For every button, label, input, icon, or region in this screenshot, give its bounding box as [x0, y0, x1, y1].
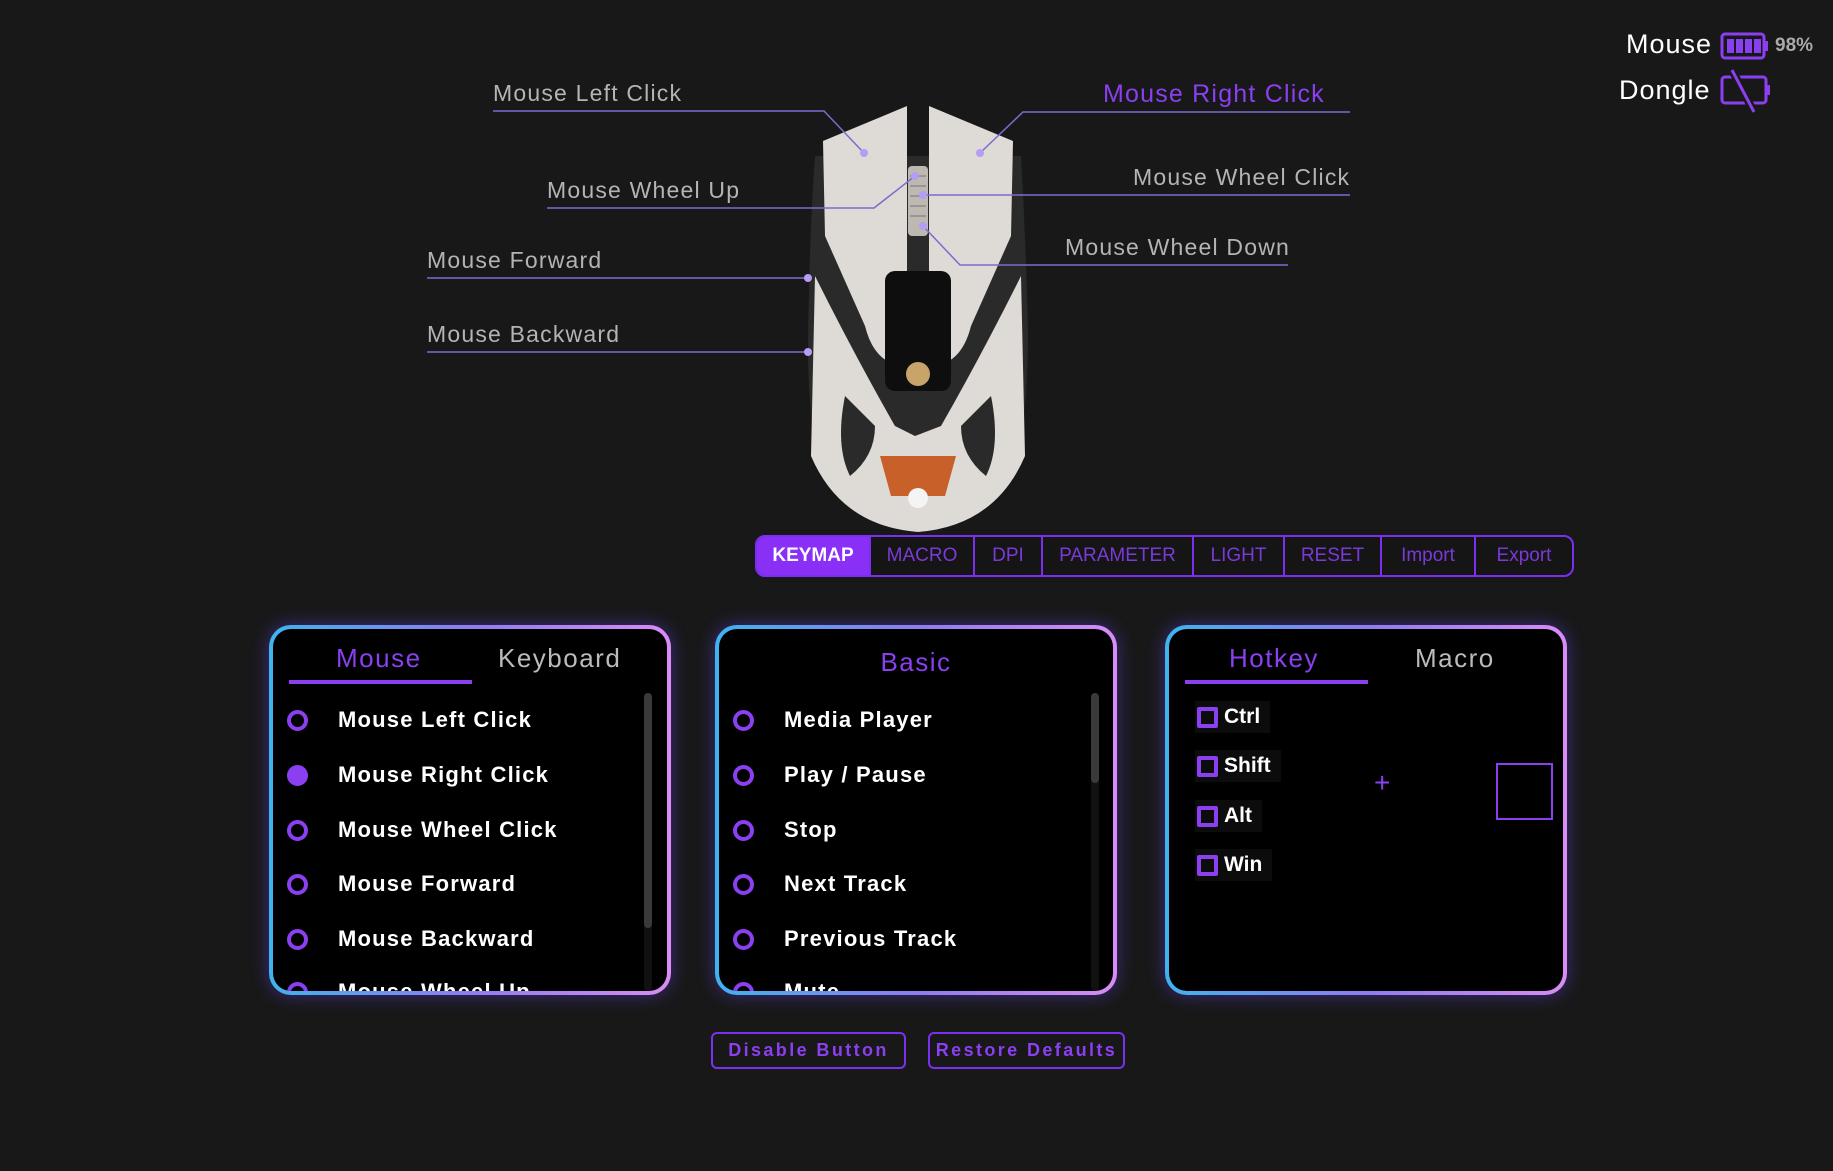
callout-wheel-up[interactable]: Mouse Wheel Up	[547, 177, 741, 203]
tab-reset[interactable]: RESET	[1285, 537, 1382, 575]
panel-tab-mouse[interactable]: Mouse	[336, 643, 422, 673]
modifier-label: Ctrl	[1224, 705, 1261, 728]
tab-keymap[interactable]: KEYMAP	[757, 537, 871, 575]
checkbox-icon[interactable]	[1197, 805, 1218, 827]
radio-icon[interactable]	[287, 819, 308, 841]
list-item[interactable]: Mouse Left Click	[287, 707, 532, 733]
callout-backward[interactable]: Mouse Backward	[427, 321, 621, 347]
radio-icon[interactable]	[733, 928, 754, 950]
basic-panel: Basic Media Player Play / Pause Stop Nex…	[715, 625, 1117, 995]
mouse-keyboard-panel: Mouse Keyboard Mouse Left Click Mouse Ri…	[269, 625, 671, 995]
callout-left-click[interactable]: Mouse Left Click	[493, 80, 683, 106]
list-item[interactable]: Mouse Wheel Click	[287, 817, 558, 843]
modifier-label: Win	[1224, 853, 1263, 876]
radio-icon[interactable]	[733, 709, 754, 731]
tab-export[interactable]: Export	[1496, 545, 1552, 566]
mouse-status-label: Mouse	[1626, 29, 1713, 59]
panel-tab-macro[interactable]: Macro	[1415, 643, 1495, 673]
checkbox-icon[interactable]	[1197, 706, 1218, 728]
item-label: Mute	[784, 979, 840, 991]
basic-action-list: Media Player Play / Pause Stop Next Trac…	[719, 693, 1113, 991]
modifier-alt[interactable]: Alt	[1195, 800, 1262, 832]
radio-icon[interactable]	[287, 709, 308, 731]
item-label: Mouse Forward	[338, 871, 517, 896]
scrollbar-track[interactable]	[1091, 693, 1099, 991]
radio-icon[interactable]	[733, 764, 754, 786]
tab-dpi[interactable]: DPI	[975, 537, 1043, 575]
plus-icon: +	[1374, 767, 1391, 798]
modifier-win[interactable]: Win	[1195, 849, 1273, 881]
callout-right-click[interactable]: Mouse Right Click	[1103, 80, 1325, 108]
item-label: Mouse Wheel Up	[338, 979, 531, 991]
hotkey-macro-panel: Hotkey Macro Ctrl Shift Alt Win +	[1165, 625, 1567, 995]
radio-icon[interactable]	[733, 873, 754, 895]
tab-macro[interactable]: MACRO	[871, 537, 975, 575]
radio-icon[interactable]	[287, 928, 308, 950]
disable-button[interactable]: Disable Button	[711, 1032, 906, 1069]
checkbox-icon[interactable]	[1197, 755, 1218, 777]
item-label: Stop	[784, 817, 838, 842]
panel-tab-keyboard[interactable]: Keyboard	[498, 643, 622, 673]
scrollbar-thumb[interactable]	[1091, 693, 1099, 783]
tab-parameter[interactable]: PARAMETER	[1043, 537, 1194, 575]
tab-import[interactable]: Import	[1382, 537, 1476, 575]
active-tab-underline	[289, 680, 472, 684]
key-capture-box[interactable]	[1496, 763, 1553, 820]
callout-forward[interactable]: Mouse Forward	[427, 247, 603, 273]
list-item[interactable]: Mouse Backward	[287, 926, 535, 952]
main-tab-bar: KEYMAP MACRO DPI PARAMETER LIGHT RESET I…	[755, 535, 1574, 577]
item-label: Mouse Right Click	[338, 762, 550, 787]
item-label: Mouse Wheel Click	[338, 817, 558, 842]
modifier-label: Alt	[1224, 804, 1252, 827]
item-label: Previous Track	[784, 926, 958, 951]
radio-icon[interactable]	[287, 981, 308, 991]
radio-icon[interactable]	[733, 819, 754, 841]
item-label: Media Player	[784, 707, 933, 732]
item-label: Mouse Left Click	[338, 707, 533, 732]
active-tab-underline	[1185, 680, 1368, 684]
mouse-image	[808, 106, 1028, 532]
modifier-ctrl[interactable]: Ctrl	[1195, 701, 1271, 733]
list-item[interactable]: Previous Track	[733, 926, 957, 952]
list-item[interactable]: Next Track	[733, 871, 907, 897]
scrollbar-thumb[interactable]	[644, 693, 652, 928]
item-label: Mouse Backward	[338, 926, 535, 951]
list-item[interactable]: Mouse Forward	[287, 871, 516, 897]
dongle-status-label: Dongle	[1619, 75, 1711, 105]
modifier-label: Shift	[1224, 754, 1271, 777]
checkbox-icon[interactable]	[1197, 854, 1218, 876]
modifier-shift[interactable]: Shift	[1195, 750, 1281, 782]
tab-light[interactable]: LIGHT	[1194, 537, 1285, 575]
callout-wheel-click[interactable]: Mouse Wheel Click	[1133, 164, 1351, 190]
restore-defaults-button[interactable]: Restore Defaults	[928, 1032, 1125, 1069]
radio-icon[interactable]	[287, 873, 308, 895]
list-item[interactable]: Play / Pause	[733, 762, 927, 788]
panel-title-basic: Basic	[880, 647, 952, 677]
panel-tab-hotkey[interactable]: Hotkey	[1229, 643, 1319, 673]
list-item[interactable]: Stop	[733, 817, 838, 843]
list-item[interactable]: Mouse Wheel Up	[287, 979, 531, 991]
item-label: Play / Pause	[784, 762, 927, 787]
battery-full-icon	[1720, 32, 1768, 60]
item-label: Next Track	[784, 871, 908, 896]
list-item[interactable]: Mouse Right Click	[287, 762, 549, 788]
callout-wheel-down[interactable]: Mouse Wheel Down	[1065, 234, 1291, 260]
list-item[interactable]: Media Player	[733, 707, 933, 733]
mouse-battery-percent: 98%	[1775, 35, 1814, 56]
list-item[interactable]: Mute	[733, 979, 840, 991]
radio-icon[interactable]	[733, 981, 754, 991]
radio-selected-icon[interactable]	[287, 764, 308, 786]
mouse-action-list: Mouse Left Click Mouse Right Click Mouse…	[273, 693, 667, 991]
battery-disconnected-icon	[1720, 68, 1770, 114]
